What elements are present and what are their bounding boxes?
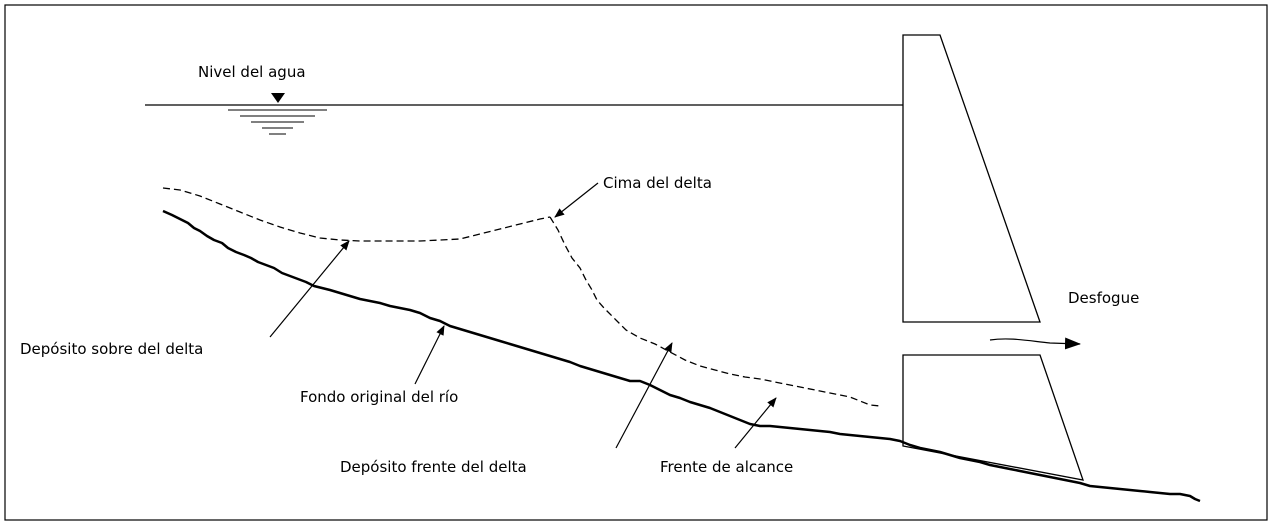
- label-water-level: Nivel del agua: [198, 63, 306, 81]
- delta-foreset-front: [549, 216, 881, 407]
- frame-border: [4, 4, 1268, 521]
- label-delta-top: Cima del delta: [603, 174, 712, 192]
- label-topset-deposit: Depósito sobre del delta: [20, 340, 203, 358]
- water-level-symbol: [228, 93, 327, 135]
- arrow-foreset-deposit: [615, 342, 673, 449]
- original-river-bed: [162, 209, 1201, 503]
- label-original-bed: Fondo original del río: [300, 388, 458, 406]
- label-reach-front: Frente de alcance: [660, 458, 793, 476]
- dam-upper-block: [902, 34, 1041, 323]
- arrow-delta-top: [554, 182, 599, 218]
- label-foreset-deposit: Depósito frente del delta: [340, 458, 527, 476]
- arrow-topset-deposit: [269, 240, 350, 338]
- outflow-arrow: [989, 337, 1081, 350]
- arrow-reach-front: [734, 397, 777, 449]
- dam-lower-block: [902, 354, 1084, 481]
- delta-topset-surface: [162, 187, 551, 242]
- arrow-original-bed: [414, 325, 445, 385]
- label-outflow: Desfogue: [1068, 289, 1139, 307]
